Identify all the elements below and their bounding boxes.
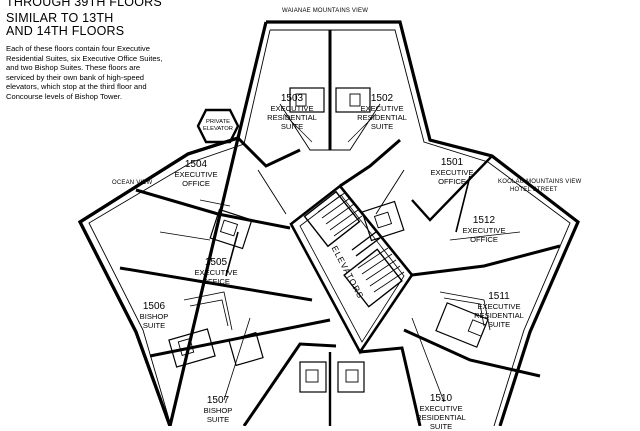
view-label-top: WAIANAE MOUNTAINS VIEW (282, 8, 369, 14)
suite-number: 1510 (429, 393, 453, 404)
suite-number: 1512 (472, 215, 496, 226)
description-line: elevators, which stop at the third floor… (6, 82, 147, 92)
suite-1502-label: 1502 EXECUTIVE RESIDENTIAL SUITE (352, 93, 412, 132)
suite-type: BISHOP (139, 312, 169, 321)
suite-number: 1506 (142, 301, 166, 312)
suite-1504-label: 1504 EXECUTIVE OFFICE (168, 159, 224, 189)
suite-type: EXECUTIVE (430, 168, 474, 177)
suite-type: EXECUTIVE (477, 302, 521, 311)
similar-heading: SIMILAR TO 13TH (6, 11, 114, 25)
suite-type: RESIDENTIAL (267, 113, 317, 122)
suite-type: SUITE (487, 320, 511, 329)
suite-type: RESIDENTIAL (416, 413, 466, 422)
suite-type: OFFICE (182, 179, 210, 188)
suite-type: SUITE (280, 122, 304, 131)
suite-1510-label: 1510 EXECUTIVE RESIDENTIAL SUITE (410, 394, 472, 431)
suite-type: OFFICE (202, 277, 230, 286)
suite-number: 1507 (206, 395, 230, 406)
floors-heading: THROUGH 39TH FLOORS (6, 0, 162, 9)
suite-type: EXECUTIVE (360, 104, 404, 113)
description-line: and two Bishop Suites. These floors are (6, 63, 141, 73)
description-line: Each of these floors contain four Execut… (6, 44, 150, 53)
suite-number: 1504 (184, 159, 208, 170)
suite-type: SUITE (206, 415, 230, 424)
view-label-left: OCEAN VIEW (112, 180, 153, 186)
suite-type: EXECUTIVE (462, 226, 506, 235)
suite-1512-label: 1512 EXECUTIVE OFFICE (456, 215, 512, 245)
suite-type: EXECUTIVE (270, 104, 314, 113)
private-elevator-line1: PRIVATE (206, 119, 230, 125)
suite-number: 1501 (440, 157, 464, 168)
suite-type: EXECUTIVE (194, 268, 238, 277)
suite-number: 1502 (370, 93, 394, 104)
description-line: Residential Suites, six Executive Office… (6, 53, 163, 63)
suite-type: SUITE (429, 422, 453, 431)
view-label-right: KOOLAU MOUNTAINS VIEW (498, 179, 582, 185)
private-elevator-outline (196, 108, 240, 144)
suite-1505-label: 1505 EXECUTIVE OFFICE (188, 257, 244, 287)
suite-type: OFFICE (438, 177, 466, 186)
suite-1506-label: 1506 BISHOP SUITE (128, 301, 180, 331)
suite-1507-label: 1507 BISHOP SUITE (192, 395, 244, 425)
suite-type: OFFICE (470, 235, 498, 244)
private-elevator-label: PRIVATE ELEVATOR (203, 119, 233, 132)
suite-type: BISHOP (203, 406, 233, 415)
suite-number: 1505 (204, 257, 228, 268)
description-line: Concourse levels of Bishop Tower. (6, 91, 122, 101)
suite-type: EXECUTIVE (419, 404, 463, 413)
floor-description: Each of these floors contain four Execut… (6, 44, 202, 102)
description-line: serviced by their own bank of high-speed (6, 72, 145, 82)
suite-1503-label: 1503 EXECUTIVE RESIDENTIAL SUITE (262, 93, 322, 132)
suite-number: 1503 (280, 93, 304, 104)
suite-type: SUITE (370, 122, 394, 131)
suite-number: 1511 (488, 291, 510, 302)
suite-type: SUITE (142, 321, 166, 330)
private-elevator-line2: ELEVATOR (203, 125, 233, 132)
suite-type: RESIDENTIAL (357, 113, 407, 122)
suite-type: EXECUTIVE (174, 170, 218, 179)
similar-heading-2: AND 14TH FLOORS (6, 24, 125, 38)
suite-type: RESIDENTIAL (474, 311, 524, 320)
suite-1501-label: 1501 EXECUTIVE OFFICE (424, 157, 480, 187)
suite-1511-label: 1511 EXECUTIVE RESIDENTIAL SUITE (468, 291, 530, 330)
view-label-right-street: HOTEL STREET (510, 187, 558, 193)
